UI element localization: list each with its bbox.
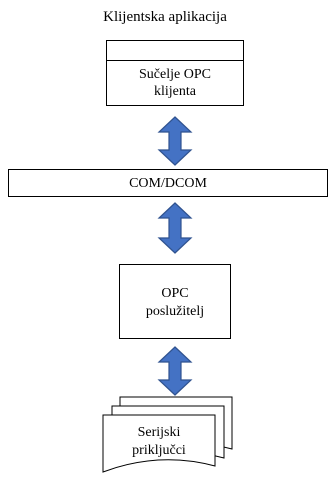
com-dcom-bar: COM/DCOM	[8, 169, 328, 197]
double-arrow-icon-com-server	[157, 202, 193, 254]
opc-server-box: OPC poslužitelj	[119, 264, 231, 339]
client-interface-label-line1: Sučelje OPC	[139, 67, 211, 82]
serial-ports-label-line2: priključci	[132, 443, 186, 458]
com-dcom-label: COM/DCOM	[129, 176, 207, 191]
client-interface-label-line2: klijenta	[154, 84, 196, 99]
serial-ports-label-line1: Serijski	[137, 425, 181, 440]
double-arrow-icon-client-com	[157, 116, 193, 166]
opc-server-label-line2: poslužitelj	[145, 304, 205, 319]
client-interface-box: Sučelje OPC klijenta	[106, 40, 244, 106]
document-stack-front	[102, 414, 216, 473]
double-arrow-icon-server-ports	[157, 346, 193, 396]
diagram-title: Klijentska aplikacija	[103, 9, 227, 25]
opc-server-label-line1: OPC	[161, 286, 189, 301]
client-interface-header-strip	[107, 41, 243, 61]
